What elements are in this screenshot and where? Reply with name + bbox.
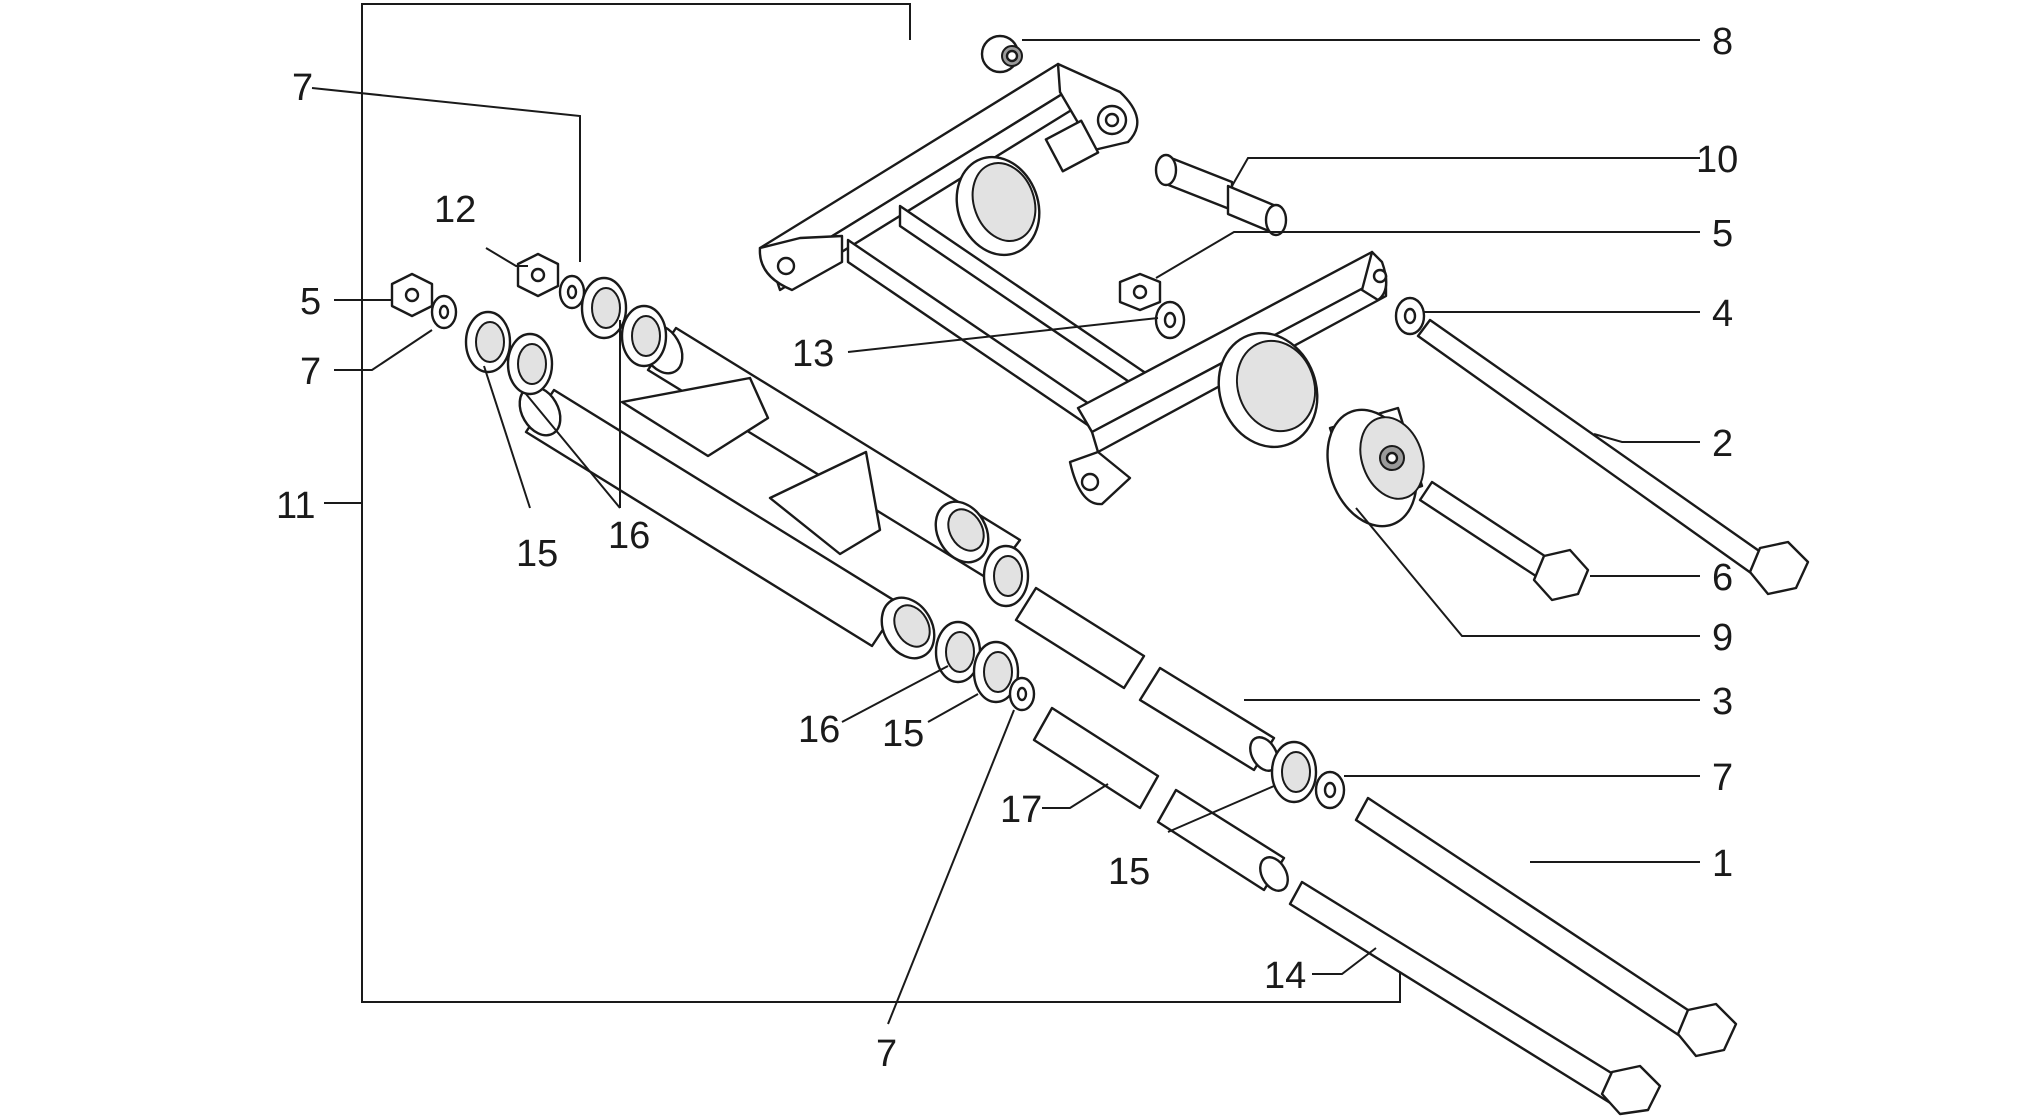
callout-5-right: 5 xyxy=(1712,213,1733,255)
spacer-3 xyxy=(1014,586,1279,772)
bolt-2 xyxy=(1416,318,1810,596)
callout-11: 11 xyxy=(276,485,315,527)
bushing-15-lower xyxy=(972,640,1020,704)
bushing-15-left xyxy=(464,310,512,374)
callout-10: 10 xyxy=(1696,139,1738,181)
callout-14: 14 xyxy=(1264,955,1306,997)
swing-arm xyxy=(518,323,1022,660)
spacer-17 xyxy=(1032,706,1289,892)
callout-9: 9 xyxy=(1712,617,1733,659)
bolt-6 xyxy=(1418,480,1590,602)
callout-7-right: 7 xyxy=(1712,757,1733,799)
callout-8: 8 xyxy=(1712,21,1733,63)
callout-15-c: 15 xyxy=(1108,851,1150,893)
callout-1: 1 xyxy=(1712,843,1733,885)
bushing-16-right xyxy=(982,544,1030,608)
callout-5-left: 5 xyxy=(300,281,321,323)
washer-7-lower xyxy=(1008,676,1036,712)
bushing-16-left xyxy=(506,332,554,396)
nut-12 xyxy=(516,252,560,298)
callout-4: 4 xyxy=(1712,293,1733,335)
nut-5-right xyxy=(1118,272,1162,312)
callout-16-a: 16 xyxy=(608,515,650,557)
callout-12: 12 xyxy=(434,189,476,231)
callout-7-left: 7 xyxy=(300,351,321,393)
callout-labels: 8 10 5 4 2 6 9 3 7 1 7 12 5 7 11 15 16 1… xyxy=(276,21,1738,1075)
callout-3: 3 xyxy=(1712,681,1733,723)
bushing-15-top xyxy=(580,276,628,340)
callout-16-b: 16 xyxy=(798,709,840,751)
callout-6: 6 xyxy=(1712,557,1733,599)
washer-7-left xyxy=(430,294,458,330)
nut-5-left xyxy=(390,272,434,318)
callout-13: 13 xyxy=(792,333,834,375)
silent-block-9 xyxy=(1326,406,1425,528)
callout-17: 17 xyxy=(1000,789,1042,831)
washer-13 xyxy=(1154,300,1186,340)
washer-4 xyxy=(1394,296,1426,336)
callout-7-bottom: 7 xyxy=(876,1033,897,1075)
washer-7-right xyxy=(1314,770,1346,810)
bushing-16-top xyxy=(620,304,668,368)
callout-15-a: 15 xyxy=(516,533,558,575)
washer-7-top xyxy=(558,274,586,310)
callout-7-top: 7 xyxy=(292,67,313,109)
bolt-14 xyxy=(1288,880,1662,1116)
bolt-1 xyxy=(1354,796,1738,1058)
callout-2: 2 xyxy=(1712,423,1733,465)
engine-mount-frame xyxy=(758,62,1388,506)
spacer-10 xyxy=(1154,153,1288,237)
bushing-15-right xyxy=(1270,740,1318,804)
nut-8 xyxy=(980,34,1023,74)
callout-15-b: 15 xyxy=(882,713,924,755)
leader-lines xyxy=(311,39,1700,1025)
